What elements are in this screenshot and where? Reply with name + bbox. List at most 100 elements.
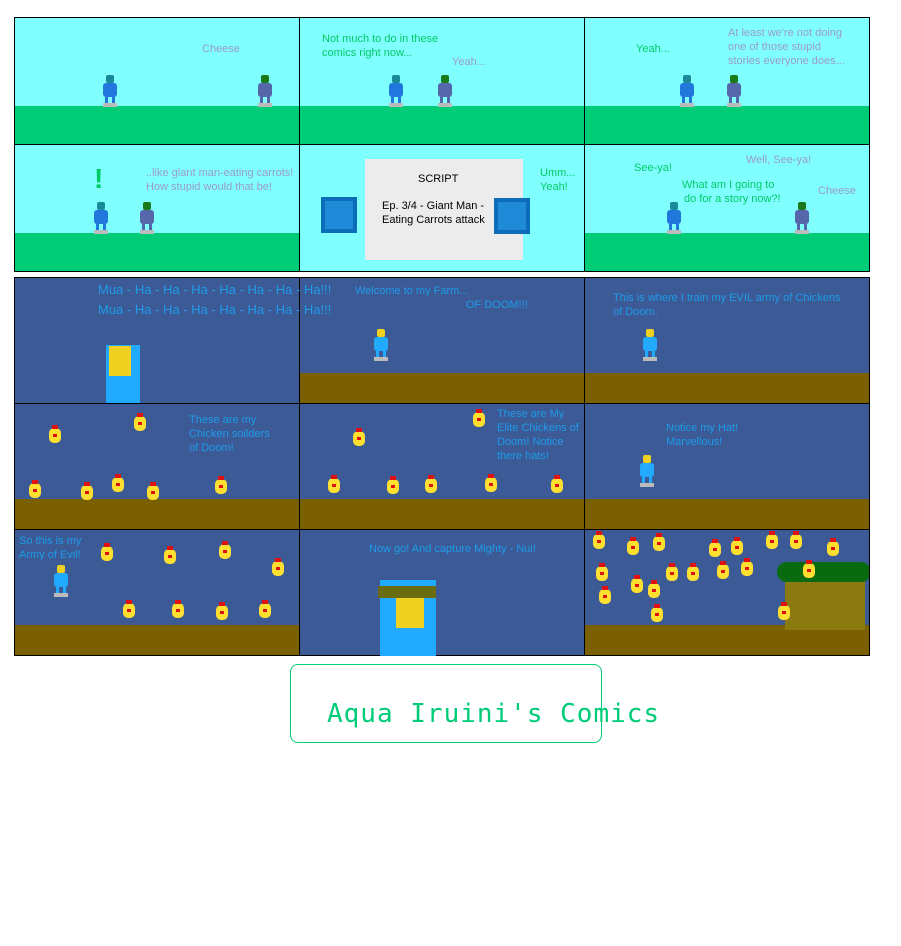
chicken-comb (175, 600, 181, 604)
legs (669, 224, 679, 232)
feet (643, 357, 657, 361)
speech-text: How stupid would that be! (146, 181, 272, 193)
chicken-sprite (789, 531, 803, 549)
character-sprite (640, 455, 654, 487)
panel-9 (584, 277, 870, 404)
speech-text: At least we're not doing (728, 27, 843, 39)
chicken-sprite (595, 563, 609, 581)
character-sprite (103, 75, 117, 107)
chicken-beak (489, 483, 493, 486)
chicken-comb (167, 546, 173, 550)
chicken-comb (137, 413, 143, 417)
body (438, 83, 452, 97)
chicken-sprite (215, 602, 229, 620)
body (140, 210, 154, 224)
chicken-comb (651, 580, 657, 584)
speech-text: Doom! Notice (497, 436, 564, 448)
chicken-sprite (111, 474, 125, 492)
chicken-sprite (626, 537, 640, 555)
head (143, 202, 151, 210)
chicken-comb (720, 561, 726, 565)
chicken-beak (477, 418, 481, 421)
speech-text: These are my (189, 414, 257, 426)
head (683, 75, 691, 83)
speech-text: Chicken soilders (189, 428, 270, 440)
chicken-beak (807, 569, 811, 572)
speech-text: Mua - Ha - Ha - Ha - Ha - Ha - Ha - Ha!!… (98, 282, 332, 297)
body (667, 210, 681, 224)
script-text: Eating Carrots attack (382, 214, 485, 226)
speech-text: OF DOOM!!! (466, 299, 528, 311)
head (57, 565, 65, 573)
chicken-sprite (740, 558, 754, 576)
chicken-comb (769, 531, 775, 535)
chicken-comb (744, 558, 750, 562)
chicken-beak (652, 589, 656, 592)
chicken-sprite (218, 541, 232, 559)
chicken-sprite (352, 428, 366, 446)
speech-text: Yeah... (636, 43, 670, 55)
dirt (585, 499, 869, 529)
chicken-comb (126, 600, 132, 604)
feet (640, 483, 654, 487)
hero-head (109, 346, 131, 376)
chicken-sprite (163, 546, 177, 564)
character-sprite (667, 202, 681, 234)
chicken-beak (631, 546, 635, 549)
body (94, 210, 108, 224)
chicken-sprite (28, 480, 42, 498)
dirt (15, 499, 299, 529)
chicken-beak (735, 546, 739, 549)
head (377, 329, 385, 337)
chicken-sprite (80, 482, 94, 500)
speech-text: of Doom! (189, 442, 234, 454)
chicken-sprite (592, 531, 606, 549)
chicken-beak (635, 584, 639, 587)
speech-text: Army of Evil! (19, 549, 81, 561)
panel-11 (299, 403, 585, 530)
chicken-beak (655, 613, 659, 616)
chicken-comb (84, 482, 90, 486)
character-sprite (140, 202, 154, 234)
body (795, 210, 809, 224)
chicken-comb (734, 537, 740, 541)
chicken-sprite (686, 563, 700, 581)
speech-text: Yeah! (540, 181, 568, 193)
chicken-sprite (550, 475, 564, 493)
chicken-comb (712, 539, 718, 543)
grass (15, 106, 299, 144)
dirt (300, 373, 584, 403)
legs (105, 97, 115, 105)
panel-13 (14, 529, 300, 656)
grass (585, 106, 869, 144)
fist-right (494, 198, 530, 234)
chicken-beak (127, 609, 131, 612)
chicken-sprite (765, 531, 779, 549)
chicken-sprite (171, 600, 185, 618)
chicken-comb (781, 602, 787, 606)
chicken-beak (168, 555, 172, 558)
chicken-sprite (48, 425, 62, 443)
chicken-sprite (214, 476, 228, 494)
chicken-beak (770, 540, 774, 543)
speech-text: Elite Chickens of (497, 422, 579, 434)
legs (797, 224, 807, 232)
head (392, 75, 400, 83)
body (54, 573, 68, 587)
hero-head (396, 598, 424, 628)
dirt (15, 625, 299, 655)
chicken-beak (745, 567, 749, 570)
chicken-comb (115, 474, 121, 478)
chicken-beak (220, 611, 224, 614)
chicken-comb (806, 560, 812, 564)
speech-text: These are My (497, 408, 565, 420)
tree-canopy (777, 562, 869, 582)
feet (667, 230, 681, 234)
speech-text: there hats! (497, 450, 549, 462)
speech-text: Not much to do in these (322, 33, 439, 45)
chicken-comb (32, 480, 38, 484)
speech-text: Welcome to my Farm... (355, 285, 469, 297)
panel-10 (14, 403, 300, 530)
feet (140, 230, 154, 234)
chicken-beak (670, 572, 674, 575)
